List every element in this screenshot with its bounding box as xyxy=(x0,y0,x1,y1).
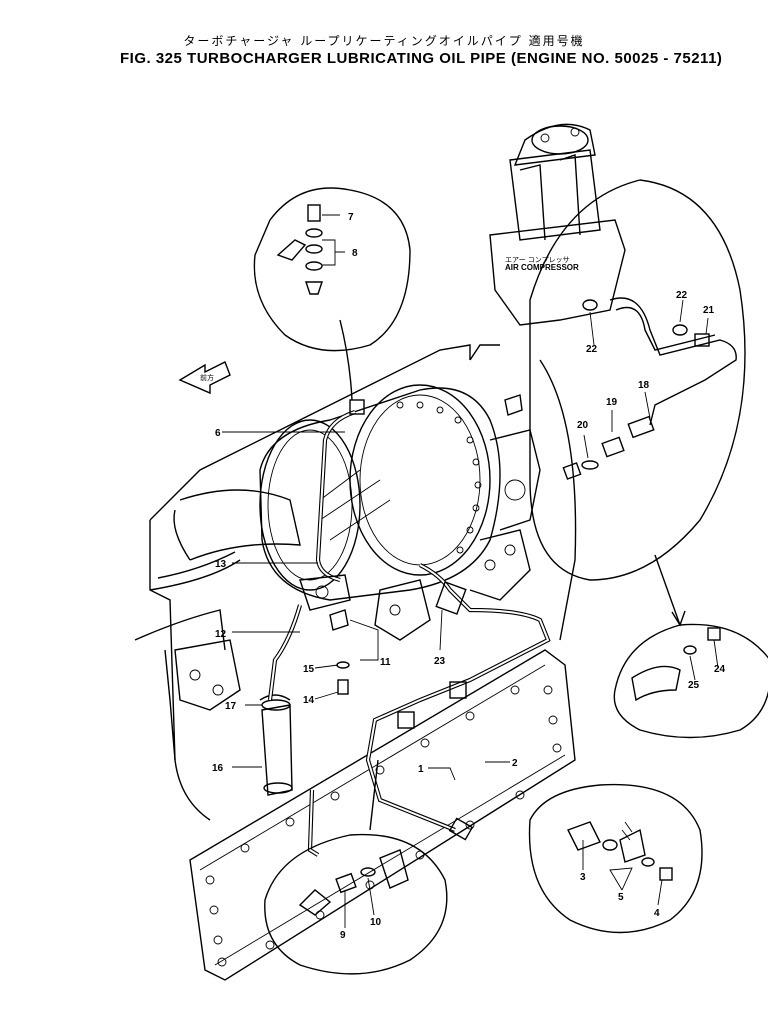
part-number-8: 8 xyxy=(352,248,358,259)
part-number-7: 7 xyxy=(348,212,354,223)
detail-bubble-top-left xyxy=(253,187,411,401)
part-number-9: 9 xyxy=(340,930,346,941)
detail-bubble-bottom-center xyxy=(264,759,448,975)
part-number-5: 5 xyxy=(618,892,624,903)
part-number-6: 6 xyxy=(215,428,221,439)
turbocharger xyxy=(173,384,541,641)
part-number-4: 4 xyxy=(654,908,660,919)
front-direction-arrow: 前方 xyxy=(178,361,231,395)
part-number-22-upper: 22 xyxy=(676,290,688,301)
part-number-23: 23 xyxy=(434,656,446,667)
part-numbers: 7 8 6 13 12 11 15 14 17 16 23 1 2 3 5 4 … xyxy=(212,212,726,941)
callout-leaders xyxy=(222,214,719,928)
part-number-10: 10 xyxy=(370,917,382,928)
part-number-1: 1 xyxy=(418,764,424,775)
detail-bubble-right-pipe xyxy=(529,179,746,581)
part-number-22-lower: 22 xyxy=(586,344,598,355)
pan-bolts xyxy=(205,685,562,967)
figure-title-japanese: ターボチャージャ ループリケーティングオイルパイプ 適用号機 xyxy=(183,34,585,48)
part-number-11: 11 xyxy=(380,657,391,668)
turbo-studs xyxy=(396,401,482,554)
part-number-21: 21 xyxy=(703,305,715,316)
figure-title: FIG. 325 TURBOCHARGER LUBRICATING OIL PI… xyxy=(120,50,723,67)
part-number-20: 20 xyxy=(577,420,589,431)
part-number-19: 19 xyxy=(606,397,618,408)
detail-bubble-right-small xyxy=(613,554,768,739)
air-compressor: エアー コンプレッサ AIR COMPRESSOR xyxy=(489,123,626,326)
part-number-12: 12 xyxy=(215,629,227,640)
air-compressor-label-jp: エアー コンプレッサ xyxy=(505,256,570,264)
part-number-15: 15 xyxy=(303,664,315,675)
part-number-2: 2 xyxy=(512,758,518,769)
oil-pipe-route xyxy=(259,399,551,857)
detail-bubble-bottom-right xyxy=(528,783,703,934)
part-number-18: 18 xyxy=(638,380,650,391)
part-number-16: 16 xyxy=(212,763,224,774)
part-number-17: 17 xyxy=(225,701,237,712)
part-number-13: 13 xyxy=(215,559,227,570)
part-number-3: 3 xyxy=(580,872,586,883)
part-number-25: 25 xyxy=(688,680,700,691)
part-number-24: 24 xyxy=(714,664,726,675)
part-number-14: 14 xyxy=(303,695,315,706)
engine-block: 前方 xyxy=(134,344,577,981)
front-arrow-label: 前方 xyxy=(200,373,214,382)
